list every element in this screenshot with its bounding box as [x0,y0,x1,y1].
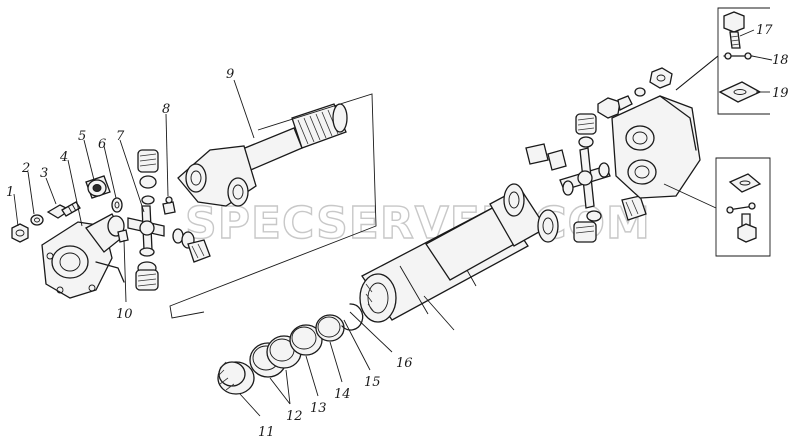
callout-12: 12 [286,409,303,424]
assembly-bracket-line [169,93,377,319]
right-flange-yoke [611,95,701,199]
splined-yoke-shaft-9 [177,103,348,207]
ring-14 [315,314,345,342]
callout-6: 6 [98,137,106,152]
callout-15: 15 [364,375,381,390]
right-bolt-lower [737,213,757,243]
right-nut [649,67,673,89]
callout-1: 1 [6,185,14,200]
callout-labels: 1 2 3 4 5 6 7 8 9 10 11 12 13 14 15 16 1… [6,23,789,440]
leader-lines [13,29,773,417]
right-bolt [597,95,633,119]
callout-13: 13 [310,401,327,416]
callout-11: 11 [258,425,275,440]
nut-1 [11,223,29,243]
callout-10: 10 [116,307,133,322]
callout-16: 16 [396,356,413,371]
bolt-3 [46,201,81,219]
callout-8: 8 [162,102,170,117]
callout-3: 3 [40,166,48,181]
callout-18: 18 [772,53,789,68]
flange-yoke-4 [41,213,125,299]
seal-6 [111,197,123,213]
right-lower-bracket [663,157,771,257]
bearing-cup-right [187,239,211,263]
washer-13 [289,324,323,356]
right-lock-washer [726,202,756,214]
propeller-shaft-tube-16 [359,183,559,323]
grease-fitting-8 [162,196,176,215]
lock-washer-18 [723,52,753,60]
callout-19: 19 [772,86,789,101]
right-locking-plate [728,173,762,193]
grease-fitting-10 [117,229,129,243]
callout-9: 9 [226,67,234,82]
callout-17: 17 [756,23,773,38]
bearing-cup-lower [135,247,159,291]
dust-cap-11 [217,361,255,395]
watermark-text: SPECSERVER.COM [185,198,651,249]
snap-ring-15 [341,303,364,331]
locking-plate-19 [718,81,762,103]
seal-rings-12 [249,335,302,378]
bolt-17 [723,11,745,49]
callout-7: 7 [116,129,125,144]
callout-4: 4 [59,150,68,165]
washer-2 [30,214,44,226]
callout-14: 14 [334,387,351,402]
right-bearing-cups [525,113,647,243]
bearing-cup-upper [137,149,159,205]
needle-bearing-5 [85,175,111,199]
callout-2: 2 [21,161,30,176]
right-washer [634,87,646,97]
right-cross-spider [559,147,611,209]
callout-5: 5 [78,129,86,144]
